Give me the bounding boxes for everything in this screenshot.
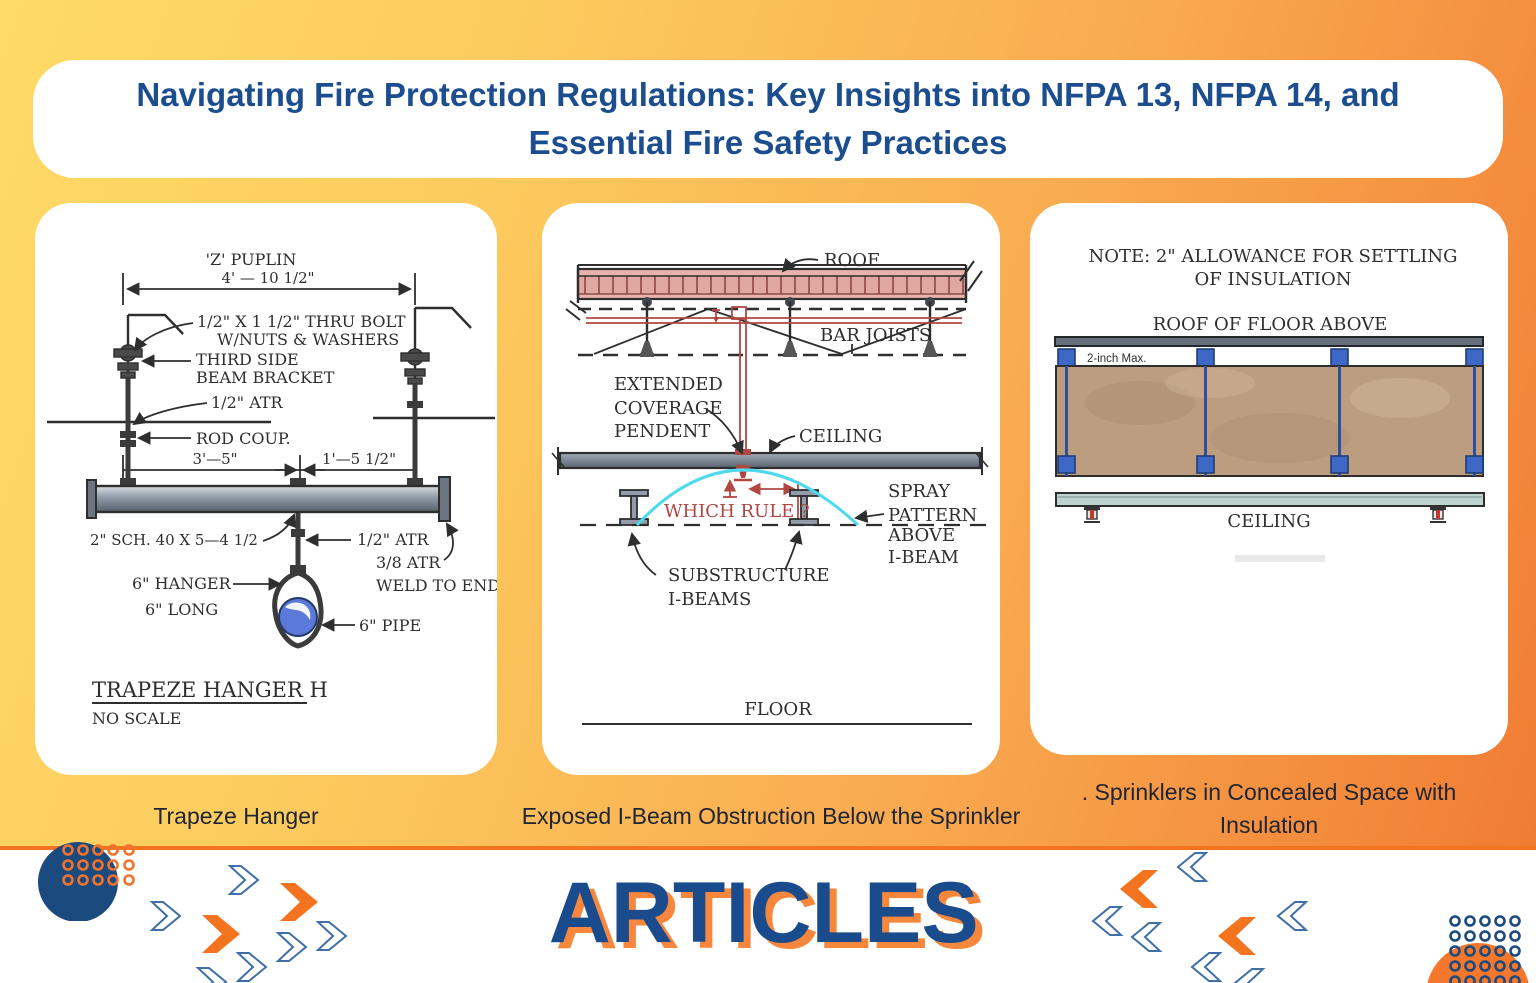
chevron-left-icon [1218, 917, 1256, 955]
trapeze-hanger-diagram: 'Z' PUPLIN 4' — 10 1/2" 1/2" X 1 1/2" TH… [47, 250, 497, 728]
label-extended: EXTENDED [614, 374, 723, 395]
chevron-left-icon [1190, 952, 1223, 982]
label-pipe-spec: 2" SCH. 40 X 5—4 1/2 [90, 531, 258, 549]
branch-pipe-and-drop [586, 306, 962, 465]
chevron-right-icon [195, 967, 228, 983]
page-title-line2: Essential Fire Safety Practices [528, 124, 1008, 161]
caption-concealed-space: . Sprinklers in Concealed Space with Ins… [1081, 779, 1457, 838]
label-substructure: SUBSTRUCTURE [668, 565, 829, 586]
diagram-title: TRAPEZE HANGER H [92, 678, 328, 702]
chevron-left-icon [1091, 906, 1124, 936]
orange-dot-grid [62, 844, 135, 886]
chevron-left-icon [1130, 922, 1163, 952]
label-pendent: PENDENT [614, 421, 710, 442]
label-dim-left: 3'—5" [192, 450, 237, 468]
hanger-loop [272, 570, 324, 649]
label-roof-above: ROOF OF FLOOR ABOVE [1153, 314, 1388, 335]
caption-ibeam-obstruction: Exposed I-Beam Obstruction Below the Spr… [521, 803, 1021, 829]
label-ceiling: CEILING [799, 426, 882, 447]
label-hanger-size: 6" HANGER [132, 574, 232, 593]
label-note-2: OF INSULATION [1195, 269, 1352, 290]
diagram-labels: ROOF BAR JOISTS EXTENDED COVERAGE PENDEN… [614, 250, 977, 720]
chevron-cluster-right [1091, 852, 1309, 983]
title-banner: Navigating Fire Protection Regulations: … [33, 60, 1503, 178]
chevron-left-icon [1176, 852, 1209, 882]
roof-beam [1054, 336, 1484, 347]
label-atr-upper: 1/2" ATR [211, 393, 284, 412]
chevron-right-icon [235, 952, 268, 982]
label-above: ABOVE [887, 525, 955, 546]
label-dim-top: 4' — 10 1/2" [221, 269, 314, 287]
chevron-left-icon [1120, 870, 1158, 908]
chevron-cluster-left [149, 865, 348, 983]
ibeam-obstruction-diagram: ROOF BAR JOISTS EXTENDED COVERAGE PENDEN… [551, 250, 989, 725]
upright-sprinkler-icon [712, 309, 720, 323]
diagram-notes: NOTE: 2" ALLOWANCE FOR SETTLING OF INSUL… [1088, 246, 1457, 335]
pendent-sprinkler-left [1084, 506, 1100, 523]
label-hanger-length: 6" LONG [145, 600, 218, 619]
chevron-left-icon [1233, 968, 1266, 983]
card-trapeze-hanger: 'Z' PUPLIN 4' — 10 1/2" 1/2" X 1 1/2" TH… [35, 203, 497, 775]
ceiling-band [1055, 492, 1485, 507]
main-pipe [86, 476, 451, 522]
bottom-clips [1057, 455, 1484, 474]
chevron-right-icon [202, 915, 240, 953]
concealed-space-diagram: NOTE: 2" ALLOWANCE FOR SETTLING OF INSUL… [1054, 246, 1485, 562]
spray-pattern-arc [635, 468, 860, 527]
label-which-rule: WHICH RULE ? [664, 501, 810, 522]
label-floor: FLOOR [744, 699, 812, 720]
label-third-side-1: THIRD SIDE [196, 350, 299, 369]
label-roof: ROOF [824, 250, 880, 271]
label-thru-bolt-2: W/NUTS & WASHERS [217, 330, 399, 349]
dot-circle-decoration-right [1427, 915, 1529, 983]
insulation-batt [1055, 365, 1484, 477]
label-note-1: NOTE: 2" ALLOWANCE FOR SETTLING [1088, 246, 1457, 267]
navy-dot-grid [1449, 915, 1521, 983]
label-atr-38: 3/8 ATR [376, 553, 441, 572]
chevron-right-icon [280, 883, 318, 921]
ibeam-right [789, 489, 819, 526]
label-ibeam: I-BEAM [888, 547, 959, 568]
roof-deck [565, 260, 983, 321]
label-weld-to-end: WELD TO END [376, 576, 497, 595]
rod-nuts-couplings [120, 401, 423, 575]
label-ibeams: I-BEAMS [668, 589, 751, 610]
label-bar-joists: BAR JOISTS [820, 325, 931, 346]
label-allowance: 2-inch Max. [1087, 353, 1146, 365]
ceiling-band [551, 447, 989, 475]
callout-arrows [132, 322, 459, 632]
caption-trapeze-hanger: Trapeze Hanger [153, 803, 319, 829]
label-dim-right: 1'—5 1/2" [322, 450, 396, 468]
page-title-line1: Navigating Fire Protection Regulations: … [136, 76, 1400, 114]
label-ceiling: CEILING [1227, 511, 1310, 532]
red-dimension-marks [723, 479, 799, 521]
label-rod-coup: ROD COUP. [196, 429, 291, 448]
substructure-ibeams [619, 489, 819, 526]
articles-wordmark: ARTICLES [548, 865, 979, 961]
label-third-side-2: BEAM BRACKET [196, 368, 335, 387]
faded-text-smudge [1235, 555, 1325, 562]
label-pipe-size: 6" PIPE [359, 616, 421, 635]
label-thru-bolt-1: 1/2" X 1 1/2" THRU BOLT [197, 312, 406, 331]
chevron-right-icon [227, 865, 260, 895]
label-z-purlin: 'Z' PUPLIN [206, 250, 297, 269]
diagram-labels: 'Z' PUPLIN 4' — 10 1/2" 1/2" X 1 1/2" TH… [90, 250, 497, 728]
pendent-sprinkler-right [1430, 506, 1446, 523]
chevron-left-icon [1276, 901, 1309, 931]
card-concealed-space: NOTE: 2" ALLOWANCE FOR SETTLING OF INSUL… [1030, 203, 1508, 755]
label-spray: SPRAY [888, 481, 951, 502]
joist-hangers [640, 297, 937, 357]
label-atr-lower: 1/2" ATR [357, 530, 430, 549]
dot-circle-decoration-left [38, 842, 135, 921]
chevron-right-icon [275, 932, 308, 962]
label-pattern: PATTERN [888, 505, 977, 526]
gradient-background: Navigating Fire Protection Regulations: … [0, 0, 1536, 850]
chevron-right-icon [315, 921, 348, 951]
label-coverage: COVERAGE [614, 398, 722, 419]
diagram-scale-note: NO SCALE [92, 709, 181, 728]
callout-arrows [627, 257, 885, 576]
chevron-right-icon [149, 901, 182, 931]
card-ibeam-obstruction: ROOF BAR JOISTS EXTENDED COVERAGE PENDEN… [542, 203, 1000, 775]
